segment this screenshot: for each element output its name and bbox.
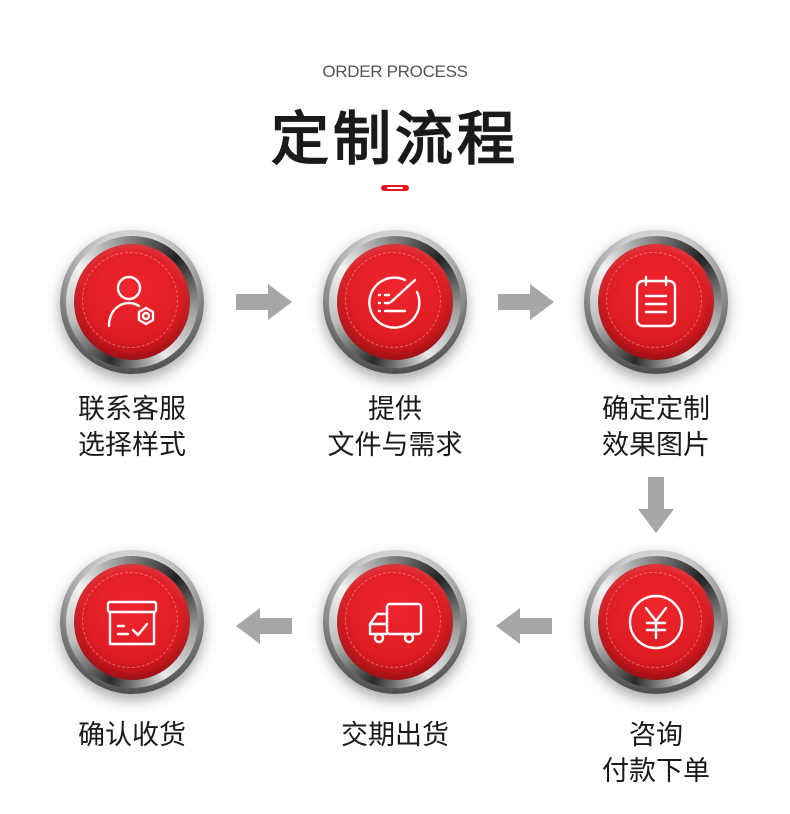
arrow-right-icon <box>236 284 292 320</box>
step-1-node <box>60 230 204 374</box>
step-2-node <box>323 230 467 374</box>
checklist-icon <box>368 276 421 329</box>
step-3-node <box>584 230 728 374</box>
delivery-truck-icon <box>368 602 423 644</box>
step-6-label: 确认收货 <box>78 720 186 751</box>
step-4-node <box>584 550 728 694</box>
yen-coin-icon <box>628 594 684 650</box>
arrow-left-icon <box>496 608 552 644</box>
process-subtitle: ORDER PROCESS <box>322 62 468 81</box>
title-underline-decoration <box>381 185 409 191</box>
arrow-down-icon <box>638 477 674 533</box>
receive-box-icon <box>106 600 158 646</box>
arrow-left-icon <box>236 608 292 644</box>
step-4-label: 咨询付款下单 <box>602 720 710 787</box>
arrow-right-icon <box>498 284 554 320</box>
step-2-label: 提供文件与需求 <box>327 394 463 461</box>
page-title: 定制流程 <box>270 105 519 173</box>
user-settings-icon <box>107 275 155 328</box>
step-5-label: 交期出货 <box>341 720 449 751</box>
step-3-label: 确定定制效果图片 <box>602 394 710 461</box>
step-6-node <box>60 550 204 694</box>
step-1-label: 联系客服选择样式 <box>78 394 186 461</box>
clipboard-icon <box>635 275 677 328</box>
step-5-node <box>323 550 467 694</box>
